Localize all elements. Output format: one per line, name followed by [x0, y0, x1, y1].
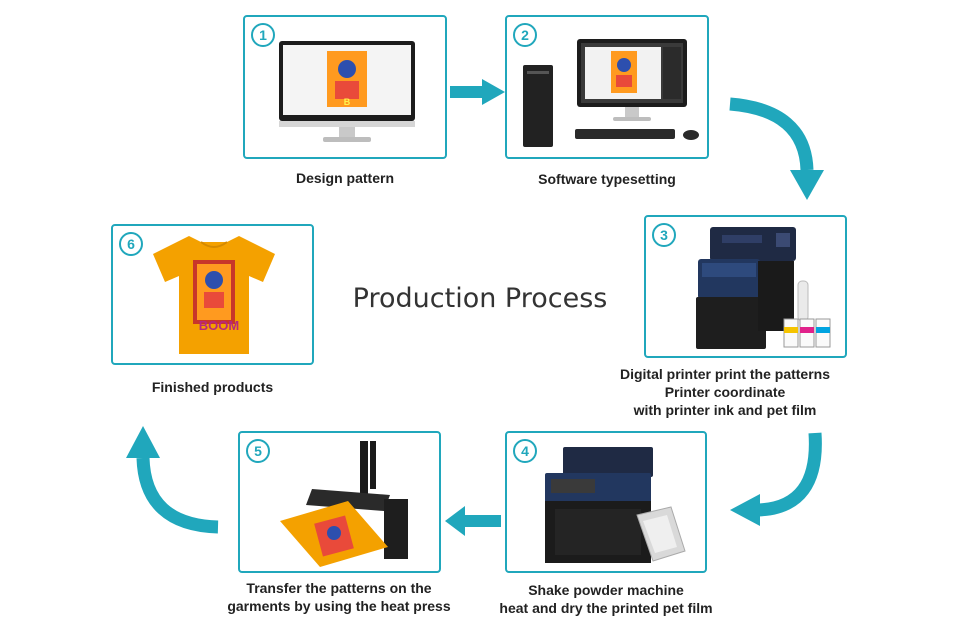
arrow-step2-to-step3: [729, 97, 824, 200]
step-2-number: 2: [513, 23, 537, 47]
step-6-caption: Finished products: [151, 379, 274, 395]
step-5-caption: Transfer the patterns on the garments by…: [227, 580, 451, 614]
dtf-printer-icon: [696, 227, 831, 349]
svg-text:B: B: [344, 97, 351, 107]
step-3-caption: Digital printer print the patterns Print…: [619, 366, 830, 418]
svg-text:BOOM: BOOM: [199, 318, 239, 333]
arrow-step5-to-step6: [126, 426, 219, 534]
step-4-caption: Shake powder machine heat and dry the pr…: [499, 582, 713, 616]
diagram-title: Production Process: [352, 283, 608, 314]
step-4-number: 4: [513, 439, 537, 463]
step-1-caption: Design pattern: [295, 170, 394, 186]
heat-press-icon: [280, 441, 408, 567]
printed-tshirt-icon: BOOM: [153, 236, 275, 354]
arrow-step1-to-step2: [450, 79, 505, 105]
powder-shaker-icon: [545, 447, 686, 563]
step-2-caption: Software typesetting: [538, 171, 676, 187]
step-4-card: 4: [505, 431, 707, 573]
step-3-number: 3: [652, 223, 676, 247]
arrow-step3-to-step4: [730, 432, 822, 526]
step-1-card: 1 B: [243, 15, 447, 159]
step-1-number: 1: [251, 23, 275, 47]
step-5-card: 5: [238, 431, 441, 573]
monitor-with-design-icon: B: [279, 41, 415, 142]
step-2-card: 2: [505, 15, 709, 159]
arrow-step4-to-step5: [445, 506, 501, 536]
step-3-card: 3: [644, 215, 847, 358]
step-6-number: 6: [119, 232, 143, 256]
step-6-card: 6 BOOM: [111, 224, 314, 365]
step-5-number: 5: [246, 439, 270, 463]
desktop-computer-icon: [523, 39, 699, 147]
